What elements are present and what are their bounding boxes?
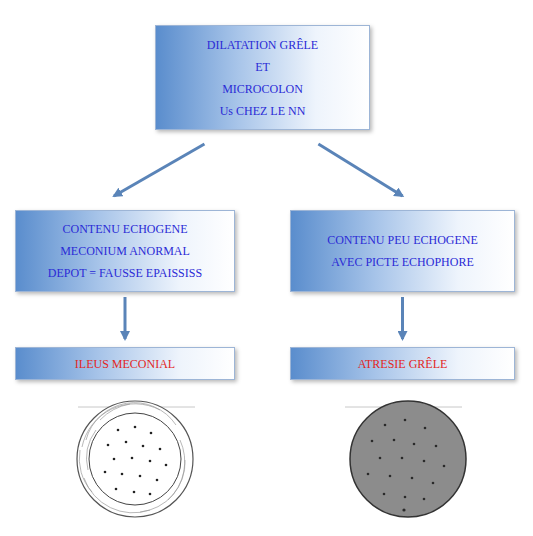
- bowel-section-hypoechoic: [350, 401, 466, 517]
- finding-box: CONTENU ECHOGENEMECONIUM ANORMALDEPOT = …: [15, 210, 235, 292]
- box-text: ATRESIE GRÊLE: [358, 355, 448, 373]
- box-text: CONTENU PEU ECHOGENE: [327, 229, 478, 251]
- question-box: DILATATION GRÊLEETMICROCOLONUs CHEZ LE N…: [155, 25, 370, 130]
- diagnosis-box: ILEUS MECONIAL: [15, 347, 235, 380]
- box-text: DEPOT = FAUSSE EPAISSISS: [48, 262, 202, 284]
- box-text: ET: [255, 56, 270, 78]
- box-text: DILATATION GRÊLE: [207, 34, 318, 56]
- box-text: CONTENU ECHOGENE: [63, 218, 188, 240]
- flow-arrow: [114, 144, 204, 196]
- box-text: MECONIUM ANORMAL: [60, 240, 190, 262]
- box-text: ILEUS MECONIAL: [75, 355, 175, 373]
- box-text: Us CHEZ LE NN: [220, 100, 306, 122]
- finding-box: CONTENU PEU ECHOGENEAVEC PICTE ECHOPHORE: [290, 210, 515, 292]
- flow-arrow: [124, 297, 127, 339]
- box-text: AVEC PICTE ECHOPHORE: [331, 251, 473, 273]
- box-text: MICROCOLON: [222, 78, 303, 100]
- flow-arrow: [318, 144, 402, 196]
- bowel-section-echogenic: [77, 401, 193, 517]
- flow-arrow: [401, 297, 404, 339]
- diagnosis-box: ATRESIE GRÊLE: [290, 347, 515, 380]
